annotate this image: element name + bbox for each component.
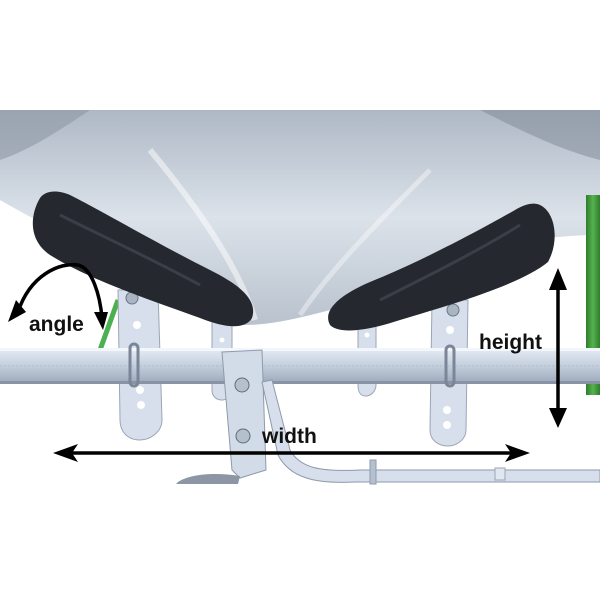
strap-right (586, 195, 600, 395)
u-bolt-right (444, 344, 456, 388)
foam-pad-right (328, 203, 555, 331)
center-mount (176, 349, 600, 485)
vertical-double-arrow-icon (549, 268, 567, 428)
crossbar (0, 348, 600, 384)
u-bolt-left (128, 342, 140, 388)
foam-pad-left (32, 191, 254, 327)
horizontal-double-arrow-icon (53, 444, 530, 462)
height-label: height (479, 331, 542, 354)
strap-left (97, 299, 121, 351)
curved-double-arrow-icon (8, 262, 108, 330)
angle-label: angle (29, 313, 84, 336)
width-label: width (262, 425, 317, 448)
